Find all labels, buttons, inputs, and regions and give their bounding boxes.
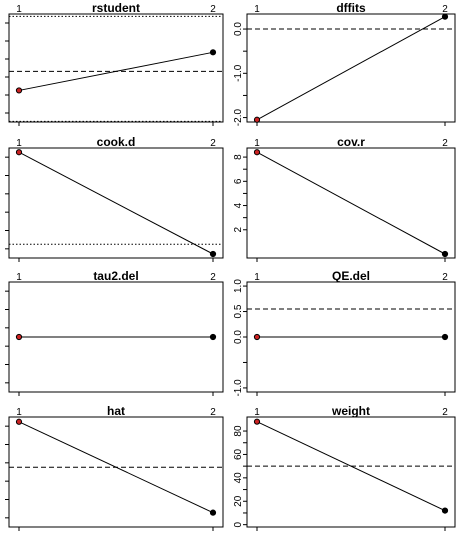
data-point (441, 507, 449, 514)
y-tick-label: 6 (233, 178, 244, 184)
series-line (18, 151, 214, 255)
y-tick-label: 0.5 (233, 304, 244, 318)
y-tick-label: 8 (233, 154, 244, 160)
panel-title: tau2.del (93, 269, 138, 283)
y-tick-label: 20 (233, 495, 244, 507)
x-tick-label: 2 (442, 4, 448, 15)
x-tick-label: 2 (442, 407, 448, 418)
plot-frame (8, 13, 224, 123)
panel-dffits: dffits 1 2 -2.0 -1.0 0.0 (233, 1, 456, 127)
panel-title: hat (107, 404, 125, 418)
y-tick-label: -1.0 (233, 379, 244, 397)
data-point (15, 149, 23, 156)
x-tick-label: 1 (254, 4, 260, 15)
x-tick-label: 1 (254, 272, 260, 283)
data-point (253, 418, 261, 425)
series-line (256, 151, 446, 255)
panel-title: weight (331, 404, 370, 418)
y-tick-label: 0 (233, 521, 244, 527)
panel-title: cook.d (97, 135, 136, 149)
series-line (18, 51, 214, 91)
panel-cook-d: cook.d 1 2 (5, 135, 224, 262)
x-tick-label: 2 (210, 4, 216, 15)
x-tick-label: 2 (442, 138, 448, 149)
panel-QE-del: QE.del 1 2 -1.0 0.0 0.5 1.0 (233, 269, 456, 397)
y-tick-label: 1.0 (233, 279, 244, 293)
x-tick-label: 2 (210, 272, 216, 283)
data-point (209, 49, 217, 56)
x-tick-label: 1 (254, 138, 260, 149)
data-point (209, 250, 217, 258)
y-tick-label: -2.0 (233, 109, 244, 127)
data-point (15, 418, 23, 425)
data-point (253, 116, 261, 123)
plot-frame (246, 416, 456, 528)
data-point (441, 13, 449, 20)
x-tick-label: 1 (254, 407, 260, 418)
data-point (15, 333, 23, 341)
data-point (441, 333, 449, 341)
series-line (256, 421, 446, 512)
x-tick-label: 1 (16, 272, 22, 283)
y-tick-label: 80 (233, 425, 244, 437)
panel-tau2-del: tau2.del 1 2 (5, 269, 224, 396)
plot-frame (8, 281, 224, 393)
y-tick-label: 0.0 (233, 22, 244, 36)
data-point (209, 509, 217, 516)
y-tick-label: 4 (233, 202, 244, 208)
x-tick-label: 1 (16, 407, 22, 418)
panel-hat: hat 1 2 (5, 404, 224, 531)
x-tick-label: 1 (16, 138, 22, 149)
y-tick-label: 0.0 (233, 330, 244, 344)
data-point (209, 333, 217, 341)
panel-title: cov.r (337, 135, 365, 149)
series-line (256, 16, 446, 121)
data-point (253, 333, 261, 341)
plot-frame (246, 13, 456, 123)
data-point (253, 149, 261, 156)
y-tick-label: -1.0 (233, 64, 244, 82)
plot-frame (8, 416, 224, 528)
x-tick-label: 1 (16, 4, 22, 15)
panel-cov-r: cov.r 1 2 2 4 6 8 (233, 135, 456, 262)
series-line (18, 421, 214, 514)
panel-title: dffits (336, 1, 366, 15)
y-tick-label: 60 (233, 448, 244, 460)
x-tick-label: 2 (442, 272, 448, 283)
panel-title: QE.del (332, 269, 370, 283)
panel-title: rstudent (92, 1, 140, 15)
data-point (441, 250, 449, 258)
x-tick-label: 2 (210, 138, 216, 149)
plot-frame (246, 147, 456, 259)
panel-rstudent: rstudent 1 2 (5, 1, 224, 126)
y-tick-label: 40 (233, 472, 244, 484)
data-point (15, 87, 23, 94)
y-tick-label: 2 (233, 227, 244, 233)
plot-frame (8, 147, 224, 259)
x-tick-label: 2 (210, 407, 216, 418)
